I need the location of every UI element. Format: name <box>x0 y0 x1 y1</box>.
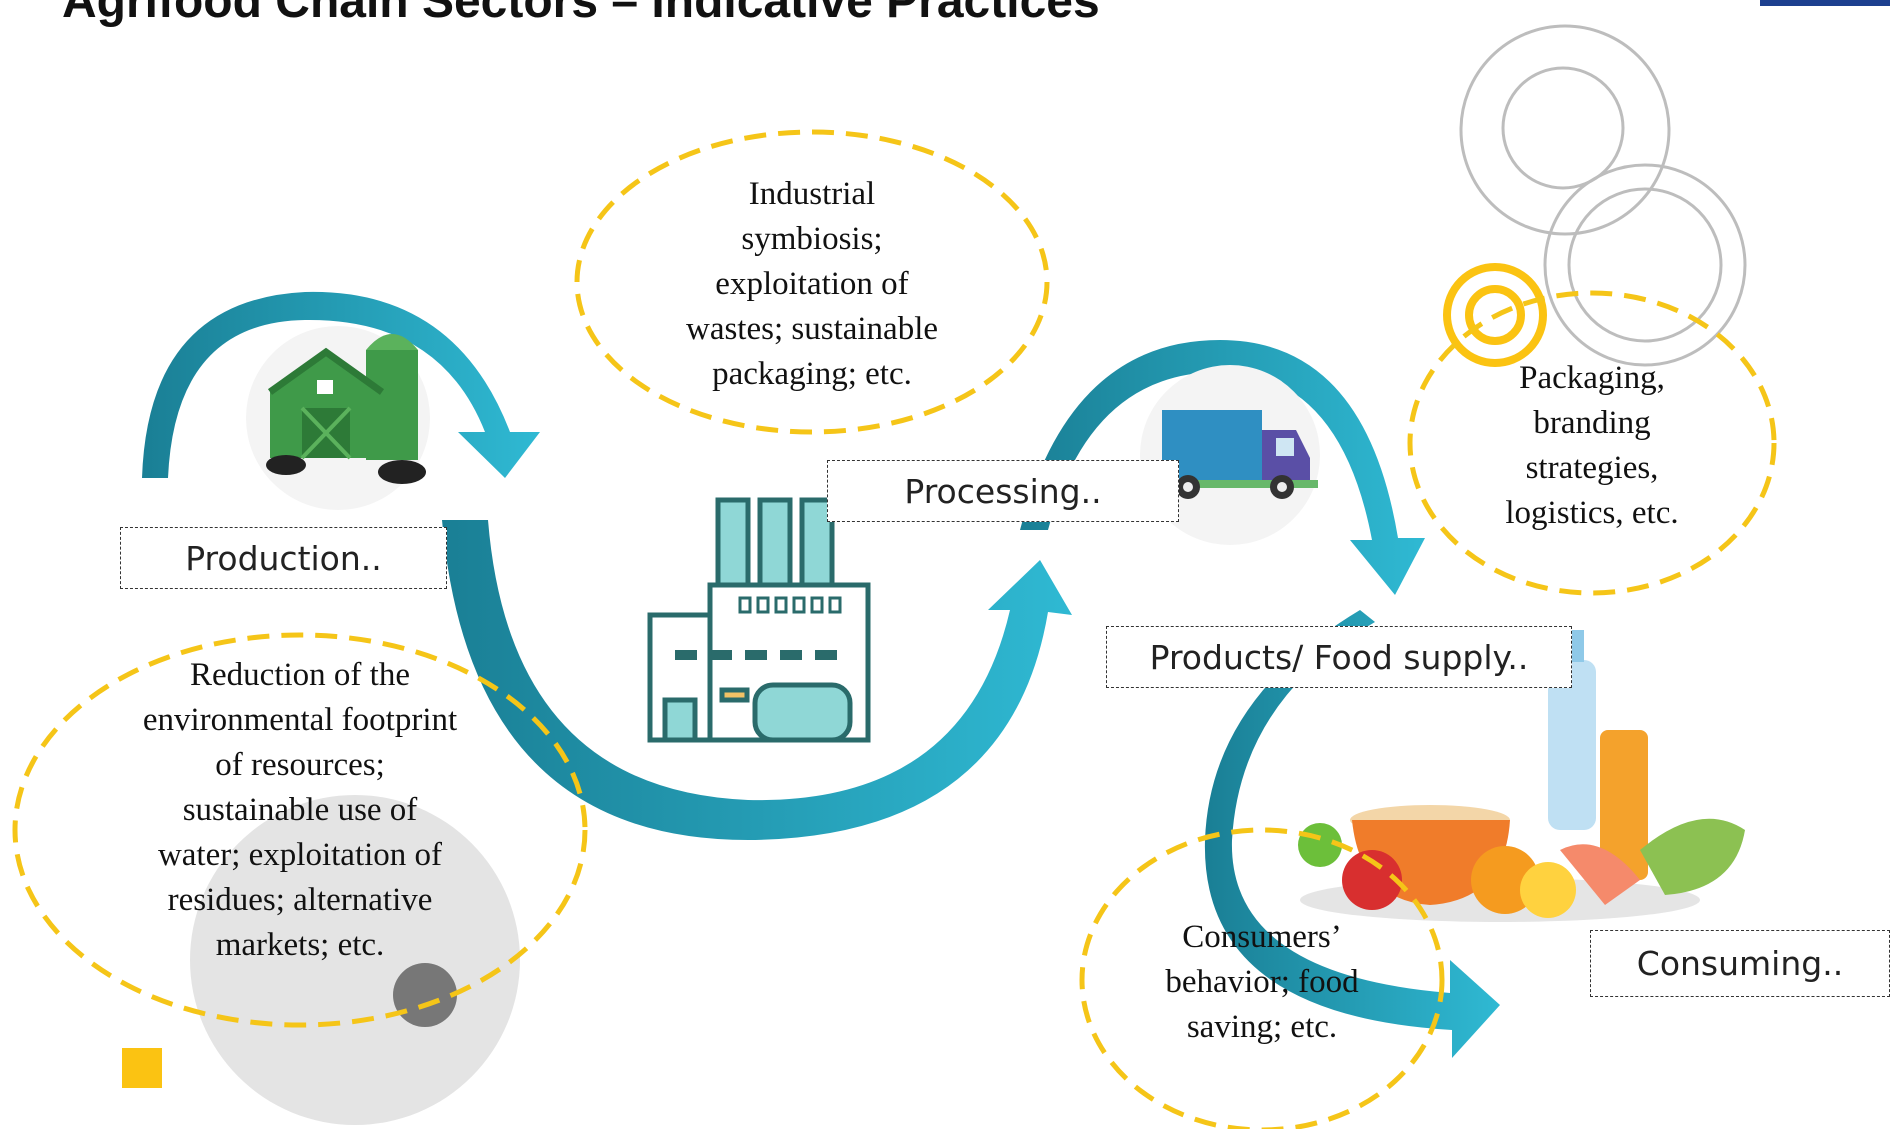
processing-arrow <box>442 520 1072 840</box>
stage-consuming: Consuming.. <box>1590 930 1890 997</box>
bubble-packaging-text: Packaging, branding strategies, logistic… <box>1442 356 1742 536</box>
decorative-dark-disc <box>393 963 457 1027</box>
bubble-line: behavior; food <box>1165 964 1359 1000</box>
bubble-line: wastes; sustainable <box>685 311 939 347</box>
bubble-line: of resources; <box>215 747 385 783</box>
bubble-line: sustainable use of <box>182 792 418 828</box>
decorative-rings <box>1459 24 1747 367</box>
consuming-arrow <box>1204 610 1500 1058</box>
bubble-industrial-text: Industrial symbiosis; exploitation of wa… <box>612 172 1012 397</box>
distribution-arrow <box>1020 340 1425 595</box>
bubble-line: logistics, etc. <box>1505 495 1679 531</box>
food-basket-icon <box>1298 630 1745 922</box>
bubble-line: Packaging, <box>1519 360 1665 396</box>
bubble-line: environmental footprint <box>142 702 458 738</box>
production-arrow <box>142 291 540 478</box>
logo-fragment <box>1760 0 1890 6</box>
bubble-line: branding <box>1533 405 1651 441</box>
stage-products: Products/ Food supply.. <box>1106 626 1572 688</box>
bubble-line: packaging; etc. <box>712 356 912 392</box>
bubble-line: markets; etc. <box>215 927 385 963</box>
decorative-yellow-ring <box>1443 263 1547 367</box>
bubble-consumers <box>1079 827 1445 1129</box>
delivery-truck-icon <box>1140 365 1320 545</box>
decorative-yellow-square <box>122 1048 162 1088</box>
bubble-line: exploitation of <box>715 266 909 302</box>
bubble-industrial <box>574 129 1050 435</box>
bubble-line: residues; alternative <box>167 882 433 918</box>
farm-barn-icon <box>246 326 430 510</box>
bubble-reduction <box>12 632 588 1028</box>
bubble-line: Industrial <box>748 176 876 212</box>
bubble-consumers-text: Consumers’ behavior; food saving; etc. <box>1112 915 1412 1050</box>
cycle-arrows <box>142 291 1500 1058</box>
factory-icon <box>647 497 871 743</box>
page-title: Agrifood Chain Sectors – Indicative Prac… <box>62 0 1100 28</box>
bubble-line: Reduction of the <box>190 657 410 693</box>
bubble-line: water; exploitation of <box>157 837 443 873</box>
stage-processing: Processing.. <box>827 460 1179 522</box>
bubble-reduction-text: Reduction of the environmental footprint… <box>100 653 500 968</box>
bubble-line: strategies, <box>1525 450 1659 486</box>
decorative-gray-disc <box>190 795 520 1125</box>
bubble-line: Consumers’ <box>1182 919 1342 955</box>
practice-bubbles <box>12 129 1777 1129</box>
bubble-line: saving; etc. <box>1186 1009 1338 1045</box>
stage-production: Production.. <box>120 527 447 589</box>
bubble-packaging <box>1407 290 1777 596</box>
bubble-line: symbiosis; <box>741 221 883 257</box>
